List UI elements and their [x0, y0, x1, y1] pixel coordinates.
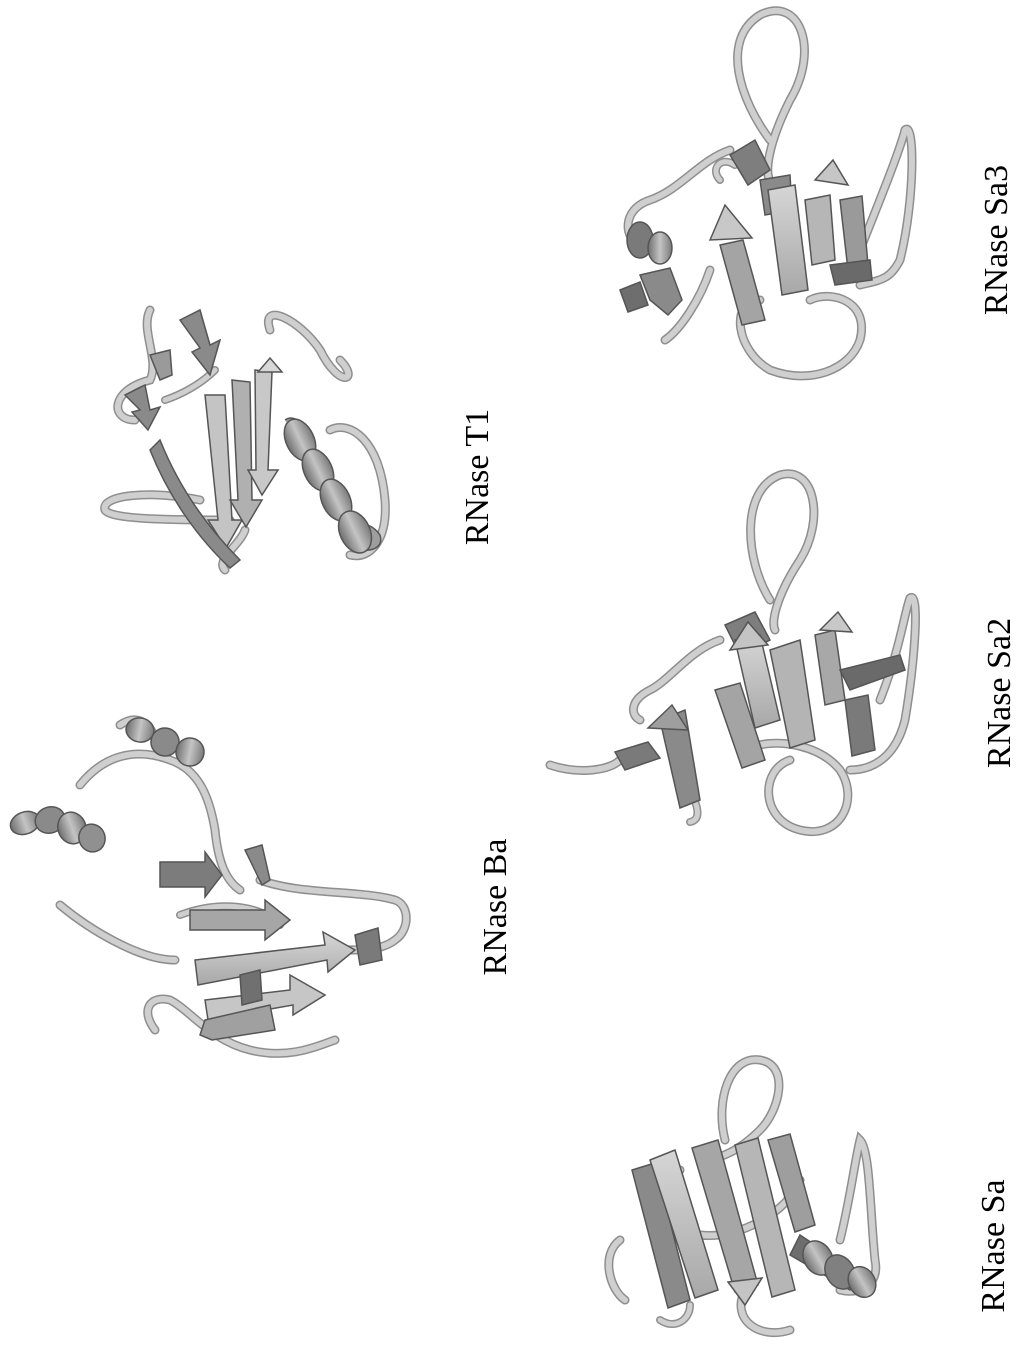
rnase-sa-strands — [632, 1134, 860, 1308]
rnase-ba-helices — [7, 716, 206, 856]
rnase-t1-structure — [105, 310, 386, 570]
rnase-sa2-structure — [550, 474, 915, 832]
rnase-t1-label: RNase T1 — [459, 409, 497, 545]
rnase-ba-structure — [7, 716, 406, 1054]
rnase-ba-strands — [160, 845, 382, 1040]
rnase-sa3-structure — [620, 11, 912, 376]
rnase-sa2-coil — [550, 474, 915, 832]
rnase-sa3-label: RNase Sa3 — [978, 165, 1016, 315]
rnase-ba-label: RNase Ba — [477, 839, 515, 976]
rnase-sa-structure — [609, 1060, 881, 1333]
rnase-sa2-label: RNase Sa2 — [981, 618, 1019, 768]
rnase-sa-label: RNase Sa — [975, 1179, 1013, 1312]
